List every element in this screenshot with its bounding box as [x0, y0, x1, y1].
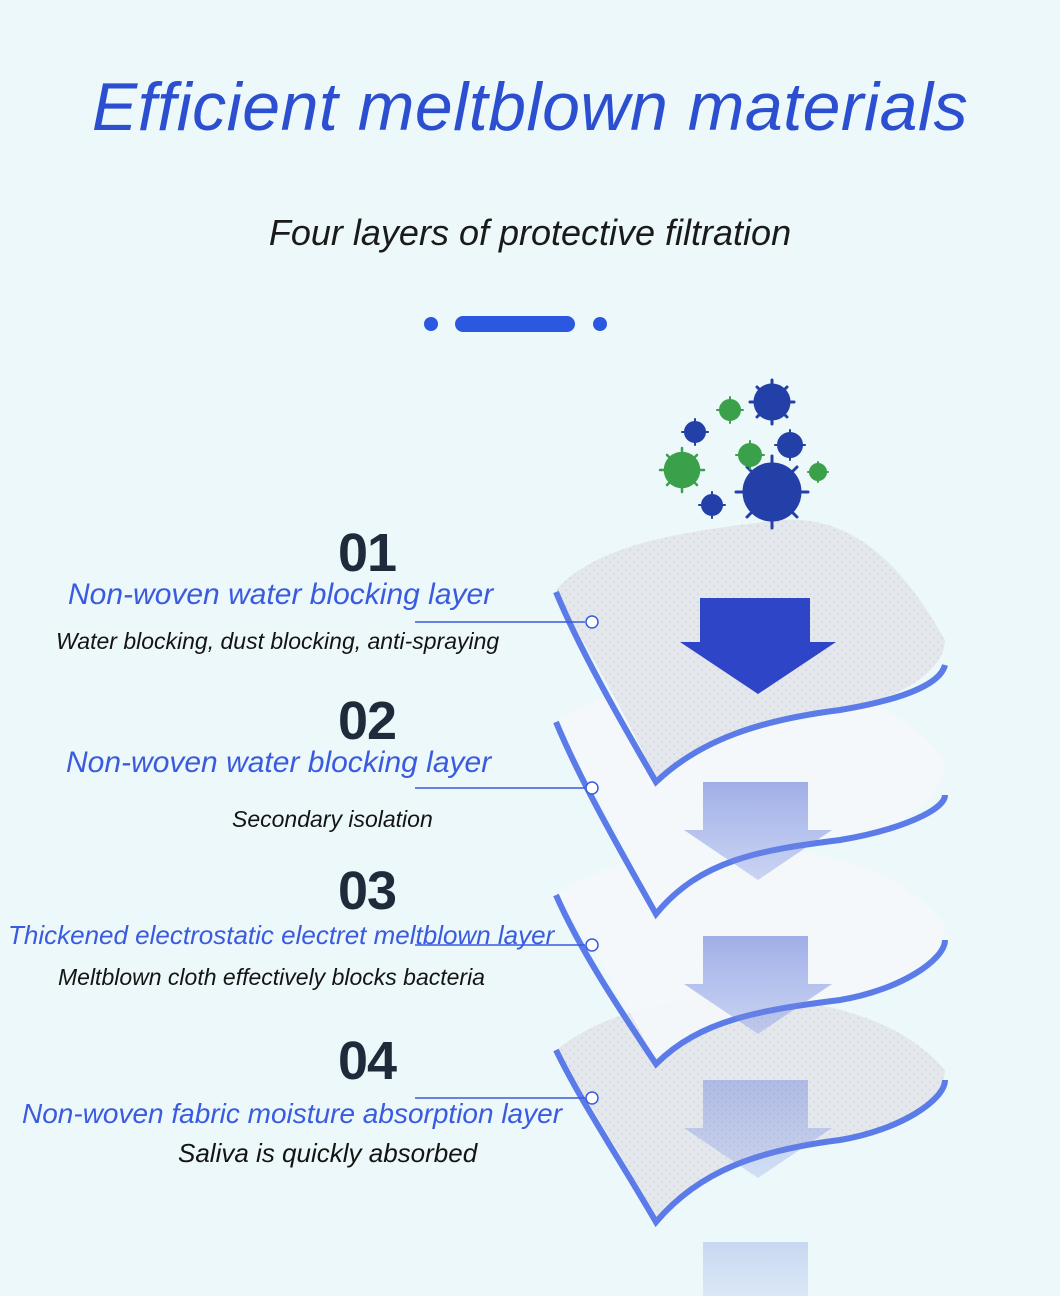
layer-2-title: Non-woven water blocking layer: [66, 746, 492, 779]
virus-icon: [774, 429, 806, 461]
page-title: Efficient meltblown materials: [91, 69, 969, 145]
virus-icon: [658, 446, 706, 494]
virus-icon: [748, 378, 796, 426]
layer-2-number: 02: [338, 691, 397, 751]
section-divider: [0, 316, 1060, 336]
callout-line-1: [415, 615, 599, 629]
virus-icon: [681, 418, 709, 446]
arrow-down-icon: [684, 782, 832, 880]
callout-line-2: [415, 781, 599, 795]
virus-icon: [735, 440, 765, 470]
virus-icon: [716, 396, 744, 424]
layer-4-number: 04: [338, 1031, 397, 1091]
divider-dot-left: [424, 317, 438, 331]
callout-line-3: [415, 938, 599, 952]
layer-2-description: Secondary isolation: [232, 806, 433, 832]
layer-3-title: Thickened electrostatic electret meltblo…: [8, 920, 555, 950]
divider-bar: [455, 316, 575, 332]
layer-4-description: Saliva is quickly absorbed: [178, 1138, 478, 1168]
layer-3-description: Meltblown cloth effectively blocks bacte…: [58, 964, 485, 990]
page-subtitle: Four layers of protective filtration: [268, 212, 792, 253]
virus-icon: [698, 491, 726, 519]
arrow-down-icon: [684, 1080, 832, 1178]
arrow-down-icon: [684, 936, 832, 1034]
arrow-down-icon: [703, 1242, 808, 1296]
arrow-down-icon: [680, 598, 836, 694]
callout-line-4: [415, 1091, 599, 1105]
divider-dot-right: [593, 317, 607, 331]
virus-icon: [734, 454, 810, 530]
layer-1-description: Water blocking, dust blocking, anti-spra…: [56, 628, 500, 654]
virus-icon: [807, 461, 829, 483]
layer-1-title: Non-woven water blocking layer: [68, 578, 494, 611]
layer-1-number: 01: [338, 523, 397, 583]
layer-3-number: 03: [338, 861, 397, 921]
layer-4-title: Non-woven fabric moisture absorption lay…: [22, 1098, 563, 1129]
